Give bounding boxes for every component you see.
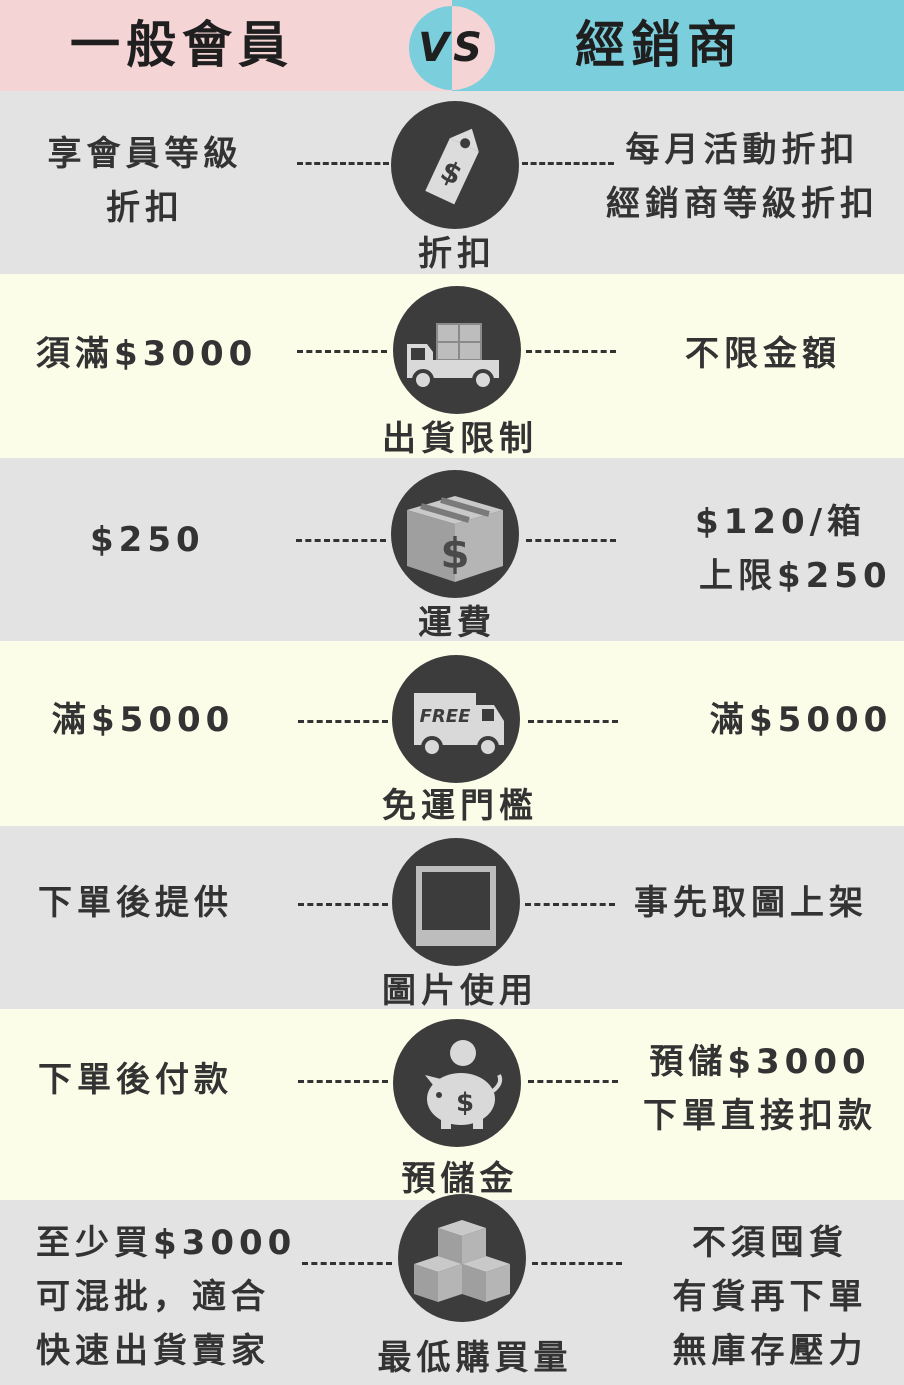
right-connector (528, 720, 618, 726)
member-title: 一般會員 (70, 16, 294, 74)
right-connector (532, 1262, 622, 1268)
dealer-image-usage-text: 事先取圖上架 (634, 883, 868, 923)
dealer-minimum-purchase-text: 不須囤貨有貨再下單無庫存壓力 (672, 1223, 868, 1371)
member-discount-text: 享會員等級折扣 (47, 134, 243, 228)
member-shipping-limit-text: 須滿$3000 (36, 334, 258, 374)
category-label: 最低購買量 (377, 1338, 573, 1378)
member-free-shipping-text: 滿$5000 (52, 700, 235, 740)
price-tag-icon: $ (391, 101, 519, 229)
dealer-discount-text: 每月活動折扣經銷商等級折扣 (606, 130, 879, 224)
right-connector (526, 350, 616, 356)
vs-label: VS (418, 25, 486, 71)
header-left-panel (0, 0, 452, 91)
svg-text:$: $ (456, 1088, 474, 1118)
member-shipping-fee-text: $250 (90, 520, 205, 560)
category-label: 運費 (418, 603, 496, 643)
left-connector (298, 720, 388, 726)
left-connector (297, 162, 389, 168)
row-free-shipping: 滿$5000 FREE 滿$5000 免運門檻 (0, 641, 904, 826)
row-shipping-fee: $250 $ $120/箱 上限$250 運費 (0, 458, 904, 643)
piggy-bank-icon: $ (393, 1019, 521, 1147)
left-connector (298, 1080, 388, 1086)
row-shipping-limit: 須滿$3000 不限金額 出貨限制 (0, 274, 904, 459)
right-connector (522, 162, 614, 168)
left-connector (297, 350, 387, 356)
category-label: 免運門檻 (382, 786, 538, 826)
right-connector (526, 539, 616, 545)
row-discount: 享會員等級折扣 $ 每月活動折扣經銷商等級折扣 折扣 (0, 91, 904, 274)
category-label: 預儲金 (401, 1159, 519, 1199)
photo-icon (392, 838, 520, 966)
comparison-header: 一般會員 經銷商 VS (0, 0, 904, 91)
dealer-shipping-fee-text: $120/箱 上限$250 (695, 502, 892, 596)
member-prepaid-text: 下單後付款 (38, 1060, 233, 1100)
member-image-usage-text: 下單後提供 (38, 883, 233, 923)
free-truck-icon: FREE (392, 655, 520, 783)
vs-badge: VS (409, 6, 495, 90)
right-connector (525, 903, 615, 909)
money-box-icon: $ (391, 470, 519, 598)
row-image-usage: 下單後提供 事先取圖上架 圖片使用 (0, 826, 904, 1011)
category-label: 圖片使用 (382, 971, 538, 1011)
svg-text:$: $ (440, 529, 469, 578)
left-connector (302, 1262, 392, 1268)
boxes-icon (398, 1194, 526, 1322)
dealer-free-shipping-text: 滿$5000 (710, 700, 893, 740)
dealer-title: 經銷商 (575, 16, 743, 74)
right-connector (528, 1080, 618, 1086)
delivery-truck-icon (393, 286, 521, 414)
header-right-panel (452, 0, 904, 91)
category-label: 出貨限制 (382, 419, 538, 459)
category-label: 折扣 (418, 234, 496, 274)
left-connector (298, 903, 388, 909)
free-label: FREE (420, 706, 471, 727)
left-connector (296, 539, 386, 545)
dealer-shipping-limit-text: 不限金額 (685, 334, 841, 374)
